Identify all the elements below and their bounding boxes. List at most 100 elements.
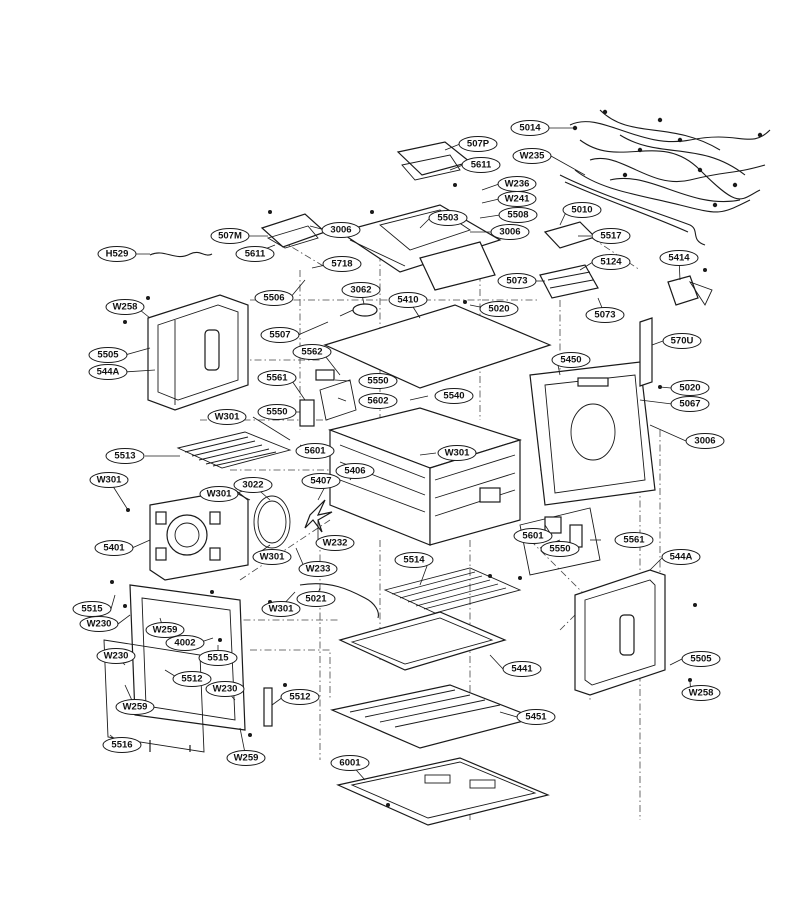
callout-text: W301 [97, 475, 123, 486]
callout-text: 5513 [114, 451, 135, 462]
callout-text: 5550 [549, 544, 570, 555]
bake-element [383, 567, 522, 614]
callout-text: 507P [467, 139, 490, 150]
callout-text: 3022 [242, 480, 263, 491]
callout-text: W259 [153, 625, 178, 636]
callout-text: W259 [234, 753, 259, 764]
callout-w301-lower: W301 [252, 549, 292, 565]
callout-5513: 5513 [105, 448, 145, 464]
relay-board [543, 221, 597, 249]
callout-3062: 3062 [341, 282, 381, 298]
callout-5550-upper: 5550 [358, 373, 398, 389]
callout-5450: 5450 [551, 352, 591, 368]
callout-5507: 5507 [260, 327, 300, 343]
callout-text: 5561 [266, 373, 288, 384]
callout-text: W230 [213, 684, 238, 695]
callout-w259-upper: W259 [145, 622, 185, 638]
callout-text: 5503 [437, 213, 458, 224]
callout-5014: 5014 [510, 120, 550, 136]
callout-text: 5450 [560, 355, 581, 366]
callout-text: 5124 [600, 257, 622, 268]
callout-text: 5515 [207, 653, 229, 664]
callout-text: 5505 [690, 654, 712, 665]
callout-text: 5507 [269, 330, 290, 341]
outer-cabinet-top [323, 304, 552, 389]
callout-text: 5561 [623, 535, 645, 546]
callout-text: 5010 [571, 205, 592, 216]
bottom-insulation-panel [330, 684, 537, 749]
callout-text: 5414 [668, 253, 690, 264]
callout-5124: 5124 [591, 254, 631, 270]
callout-5562: 5562 [292, 344, 332, 360]
base-plate [336, 757, 550, 826]
callout-5505-right: 5505 [681, 651, 721, 667]
callout-w301-fan: W301 [199, 486, 239, 502]
callout-w236: W236 [497, 176, 537, 192]
callout-text: 5512 [289, 692, 310, 703]
callout-text: 5407 [310, 476, 331, 487]
callout-text: 5067 [679, 399, 700, 410]
sensor-bracket-upper [299, 369, 357, 427]
callout-w259-lower: W259 [226, 750, 266, 766]
callout-570u: 570U [662, 333, 702, 349]
callout-text: 5073 [506, 276, 527, 287]
callout-text: 3006 [499, 227, 520, 238]
callout-5401: 5401 [94, 540, 134, 556]
callout-w301-top: W301 [207, 409, 247, 425]
callout-5718: 5718 [322, 256, 362, 272]
callout-5515-center: 5515 [198, 650, 238, 666]
callout-text: 5516 [111, 740, 132, 751]
callout-5515-left: 5515 [72, 601, 112, 617]
wire-harness [559, 109, 771, 246]
callout-5073-left: 5073 [497, 273, 537, 289]
callout-text: 5611 [471, 160, 492, 171]
callout-3022: 3022 [233, 477, 273, 493]
callout-labels: 5014 W235 507P 5611 W236 W241 5503 5508 … [72, 120, 725, 771]
callout-text: 5406 [344, 466, 365, 477]
callout-text: W301 [269, 604, 295, 615]
callout-5407: 5407 [301, 473, 341, 489]
callout-text: 5601 [522, 531, 544, 542]
callout-544a-left: 544A [88, 364, 128, 380]
callout-text: 5451 [525, 712, 547, 723]
callout-507m: 507M [210, 228, 250, 244]
thermal-cutoff [339, 303, 378, 317]
callout-5508: 5508 [498, 207, 538, 223]
callout-text: W301 [207, 489, 233, 500]
callout-5021: 5021 [296, 591, 336, 607]
callout-text: 5514 [403, 555, 425, 566]
callout-text: W259 [123, 702, 148, 713]
side-panel-right [574, 569, 666, 696]
callout-text: W241 [505, 194, 531, 205]
callout-text: 5611 [245, 249, 266, 260]
convection-element [253, 495, 291, 549]
callout-text: 544A [97, 367, 120, 378]
callout-5601-lower: 5601 [513, 528, 553, 544]
callout-text: 5602 [367, 396, 388, 407]
callout-text: 5550 [367, 376, 388, 387]
callout-5010: 5010 [562, 202, 602, 218]
callout-5516: 5516 [102, 737, 142, 753]
callout-text: W230 [87, 619, 112, 630]
oven-bottom-tray [338, 611, 507, 671]
control-bracket-507m [260, 213, 327, 249]
callout-w259-mid: W259 [115, 699, 155, 715]
callout-text: 5020 [488, 304, 509, 315]
callout-text: 5601 [304, 446, 326, 457]
callout-5512-right: 5512 [280, 689, 320, 705]
callout-5414: 5414 [659, 250, 699, 266]
callout-w301-left: W301 [89, 472, 129, 488]
callout-text: 3006 [694, 436, 715, 447]
callout-5561-upper: 5561 [257, 370, 297, 386]
door-lock-motor [667, 275, 713, 306]
callout-w241: W241 [497, 191, 537, 207]
control-bracket-507p [396, 141, 472, 181]
callout-w233: W233 [298, 561, 338, 577]
callout-5602: 5602 [358, 393, 398, 409]
callout-5020-upper: 5020 [479, 301, 519, 317]
callout-text: 5073 [594, 310, 615, 321]
callout-5561-lower: 5561 [614, 532, 654, 548]
callout-text: 5540 [443, 391, 464, 402]
callout-5451: 5451 [516, 709, 556, 725]
